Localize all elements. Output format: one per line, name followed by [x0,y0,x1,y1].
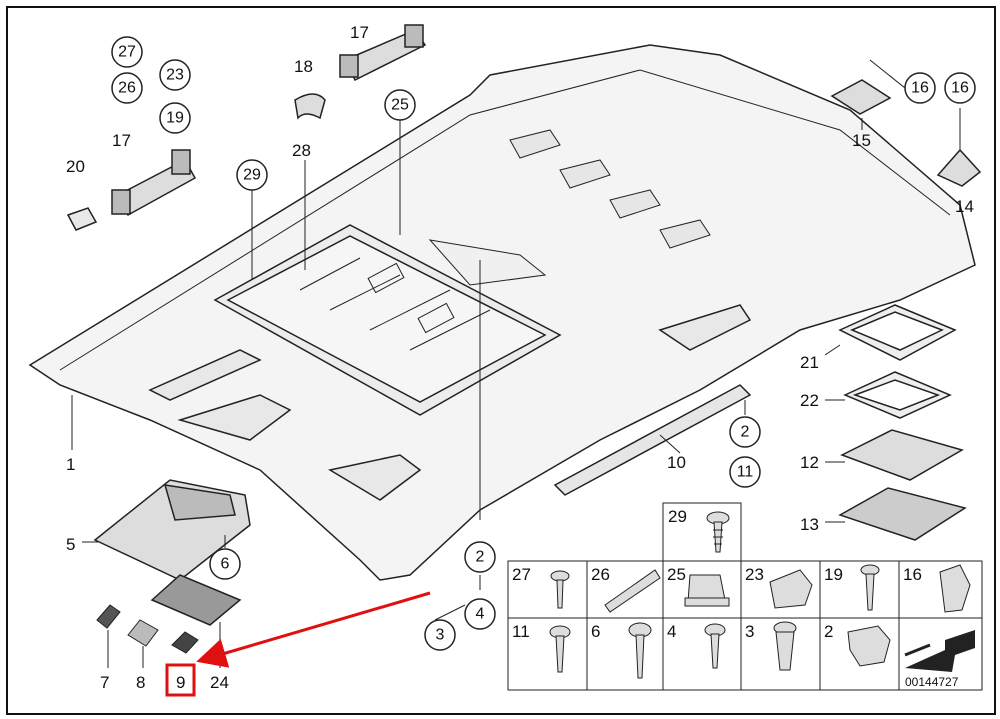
callout-24: 24 [210,673,229,692]
screw-icon [628,622,652,679]
diagram-code: 00144727 [905,675,959,689]
table-label-29: 29 [668,507,687,526]
bracket-14 [936,148,982,187]
screw-icon [860,564,880,611]
circled-callouts [111,36,976,651]
table-label-4: 4 [667,622,676,641]
circled-16-b: 16 [951,80,969,97]
arrow-direction-icon [904,630,975,672]
clip-18 [294,93,326,120]
callout-17-left: 17 [112,131,131,150]
callout-5: 5 [66,535,75,554]
nut-icon [773,621,797,671]
table-label-3: 3 [745,622,754,641]
circled-19: 19 [166,110,184,127]
grab-handle-top [339,24,427,82]
circled-16-a: 16 [911,80,929,97]
circled-27: 27 [118,44,136,61]
bracket-clip-icon [769,569,813,609]
highlight-box [165,663,196,697]
screw-icon [706,511,730,553]
callout-20: 20 [66,157,85,176]
expanding-nut-icon [847,625,891,667]
parts-table [507,502,983,691]
table-label-11: 11 [512,622,530,641]
table-label-19: 19 [824,565,843,584]
circled-29: 29 [243,167,261,184]
cap-20 [66,207,98,231]
screw-icon [550,570,570,609]
table-label-2: 2 [824,622,833,641]
callout-12: 12 [800,453,819,472]
circled-11-a: 11 [737,464,754,481]
clip-icon [684,574,730,607]
callout-28: 28 [292,141,311,160]
circled-25: 25 [391,97,409,114]
callout-9: 9 [176,673,185,692]
callout-1: 1 [66,455,75,474]
screw-icon [704,623,726,669]
callout-15: 15 [852,131,871,150]
part-9 [171,631,199,654]
circled-26: 26 [118,80,136,97]
table-label-27: 27 [512,565,531,584]
circled-6: 6 [221,556,230,573]
table-label-16: 16 [903,565,922,584]
spring-clip-icon [939,564,971,613]
front-console-5 [93,479,251,581]
callout-22: 22 [800,391,819,410]
circled-4: 4 [476,606,485,623]
circled-3: 3 [436,627,445,644]
module-24 [150,574,242,626]
trim-strip-10 [553,384,752,496]
circled-2-b: 2 [476,549,485,566]
circled-2-a: 2 [741,424,750,441]
bracket-15 [830,79,892,115]
console-stack [838,304,967,541]
part-8 [127,619,159,647]
leader-lines [71,59,961,668]
clip-strip-icon [604,569,661,613]
table-label-23: 23 [745,565,764,584]
table-label-25: 25 [667,565,686,584]
screw-icon [549,625,571,673]
roof-ribs [428,129,711,286]
callout-14: 14 [955,197,974,216]
callout-21: 21 [800,353,819,372]
callout-8: 8 [136,673,145,692]
table-label-26: 26 [591,565,610,584]
callout-17-top: 17 [350,23,369,42]
callout-10: 10 [667,453,686,472]
callout-13: 13 [800,515,819,534]
grab-handle-left [111,149,197,217]
circled-23: 23 [166,67,184,84]
callout-18: 18 [294,57,313,76]
part-7 [96,604,121,629]
table-label-6: 6 [591,622,600,641]
callout-7: 7 [100,673,109,692]
highlight-arrow [196,591,431,668]
